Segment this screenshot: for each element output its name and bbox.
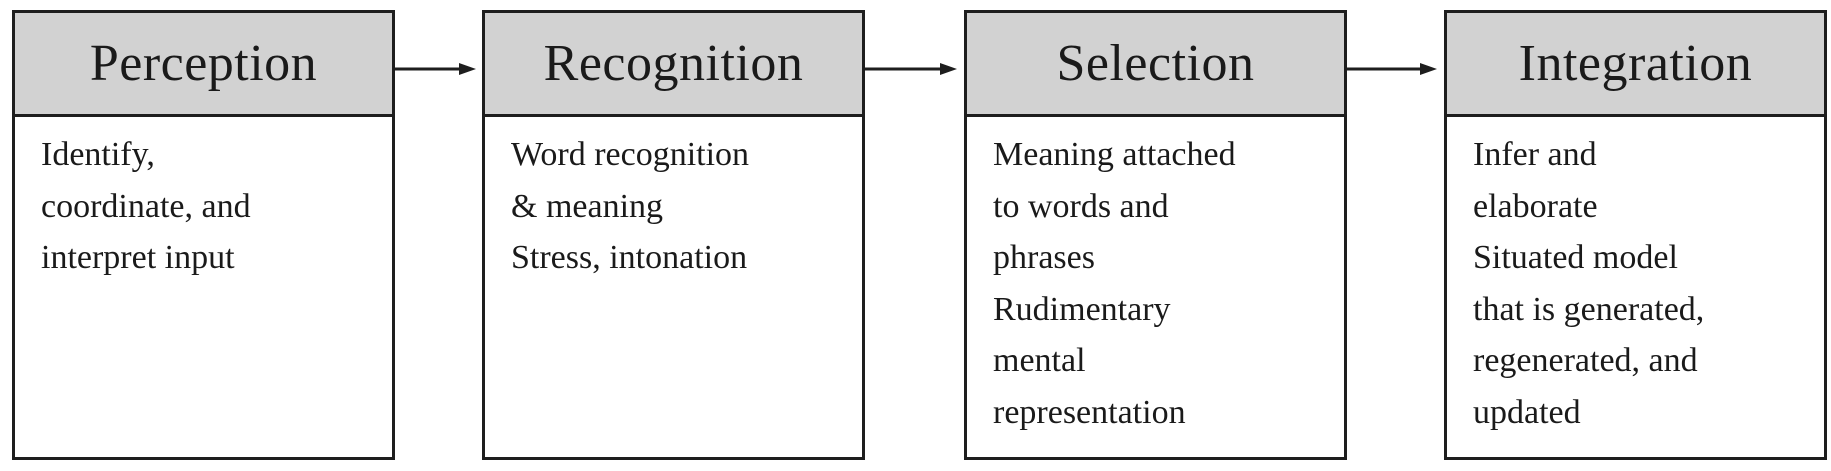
step-description: Word recognition & meaning Stress, inton… [485,117,862,284]
description-line: Identify, [41,136,155,173]
description-line: updated [1473,393,1581,431]
description-line: to words and [993,187,1169,225]
arrow-recognition-to-selection [865,63,957,75]
description-line: that is generated, [1473,290,1705,328]
step-description: Identify, coordinate, and interpret inpu… [15,117,392,284]
description-line: coordinate, and [41,187,251,225]
description-line: phrases [993,239,1095,276]
description-line: Stress, intonation [511,239,748,276]
step-title: Recognition [485,13,862,117]
description-line: interpret input [41,239,235,276]
arrow-selection-to-integration [1347,63,1437,75]
description-line: representation [993,393,1186,431]
step-box-perception: Perception Identify, coordinate, and int… [12,10,395,460]
description-line: Infer and [1473,136,1597,173]
step-box-selection: Selection Meaning attached to words and … [964,10,1347,460]
description-line: Situated model [1473,239,1678,276]
step-description: Infer and elaborate Situated model that … [1447,117,1824,438]
step-box-recognition: Recognition Word recognition & meaning S… [482,10,865,460]
description-line: Word recognition [511,136,750,173]
arrow-perception-to-recognition [395,63,476,75]
description-line: Rudimentary [993,290,1171,328]
step-title: Integration [1447,13,1824,117]
description-line: Meaning attached [993,136,1236,173]
step-box-integration: Integration Infer and elaborate Situated… [1444,10,1827,460]
step-description: Meaning attached to words and phrases Ru… [967,117,1344,438]
step-title: Selection [967,13,1344,117]
description-line: mental [993,342,1086,379]
description-line: & meaning [511,187,664,225]
description-line: regenerated, and [1473,342,1698,379]
description-line: elaborate [1473,187,1598,225]
step-title: Perception [15,13,392,117]
